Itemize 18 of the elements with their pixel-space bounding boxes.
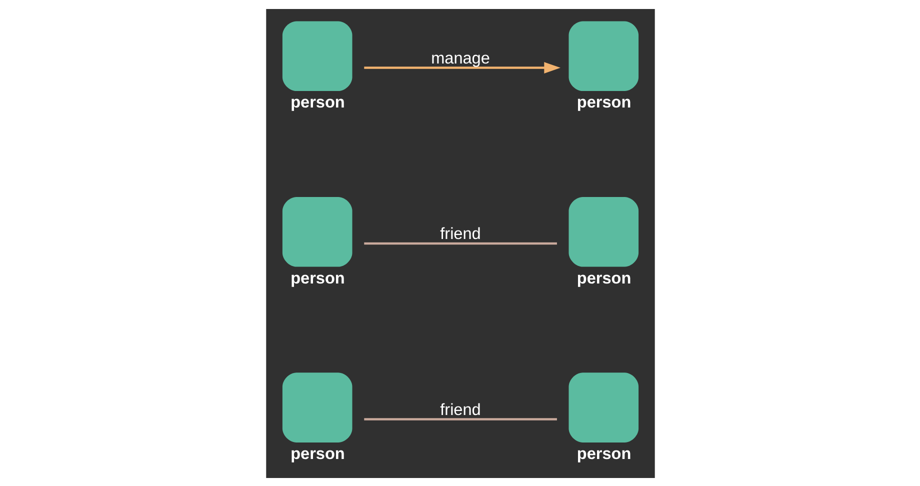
node-box [568,20,638,91]
edge-label: friend [440,224,480,243]
node-box [568,372,638,442]
edge-label: friend [440,400,480,418]
node-label: person [290,444,344,463]
connector [364,418,556,420]
node-box [282,196,352,266]
node-label: person [576,268,631,287]
edge-label: manage [430,48,490,67]
node-label: person [290,268,344,287]
node-label: person [576,93,631,112]
node-box [282,20,352,91]
arrow [364,62,560,73]
connector [364,242,556,244]
node-box [282,372,352,442]
node-label: person [576,444,631,463]
node-label: person [290,93,344,112]
node-box [568,196,638,266]
